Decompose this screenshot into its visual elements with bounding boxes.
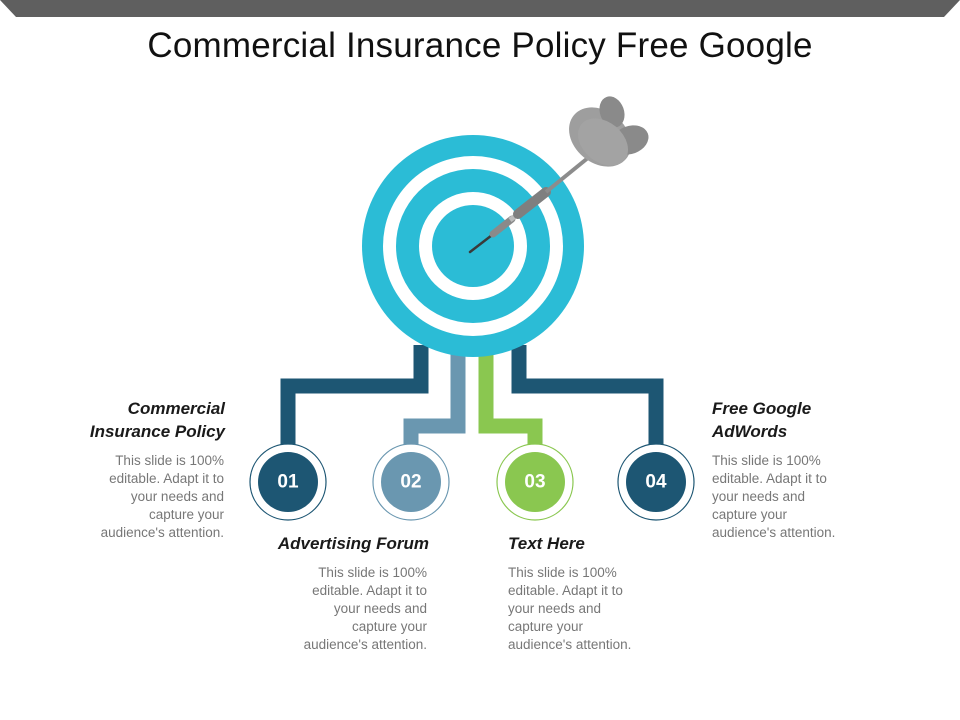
step-04-body-line: This slide is 100% (712, 453, 821, 468)
step-number-04: 04 (645, 472, 667, 493)
step-number-02: 02 (400, 472, 421, 493)
step-badge-04: 04 (617, 443, 695, 521)
step-02-body: This slide is 100% editable. Adapt it to… (227, 564, 427, 654)
connector-03 (478, 350, 543, 452)
connector-01 (280, 345, 429, 452)
step-04-heading-line: AdWords (712, 422, 788, 441)
step-number-03: 03 (524, 472, 545, 493)
step-02-body-line: your needs and (333, 601, 427, 616)
dart-icon (468, 96, 649, 254)
step-03-heading-line: Text Here (508, 534, 585, 553)
step-badge-02: 02 (372, 443, 450, 521)
step-04-body-line: editable. Adapt it to (712, 471, 827, 486)
step-02-heading: Advertising Forum (209, 532, 429, 555)
slide-title: Commercial Insurance Policy Free Google (147, 26, 813, 65)
step-01-heading-line: Insurance Policy (89, 422, 225, 441)
step-01-body-line: audience's attention. (100, 525, 224, 540)
connector-04 (511, 345, 664, 452)
step-03-body-line: editable. Adapt it to (508, 583, 623, 598)
step-badge-01: 01 (249, 443, 327, 521)
step-04-body: This slide is 100% editable. Adapt it to… (712, 452, 912, 542)
step-04-body-line: audience's attention. (712, 525, 836, 540)
step-badge-03: 03 (496, 443, 574, 521)
step-04-body-line: capture your (712, 507, 788, 522)
connector-02 (403, 350, 466, 452)
step-number-01: 01 (277, 472, 299, 493)
step-01-heading: Commercial Insurance Policy (25, 397, 225, 443)
step-02-body-line: capture your (351, 619, 427, 634)
step-03-body-line: audience's attention. (508, 637, 632, 652)
step-02-body-line: This slide is 100% (318, 565, 427, 580)
step-02-body-line: audience's attention. (303, 637, 427, 652)
step-01-body-line: This slide is 100% (115, 453, 224, 468)
step-03-body-line: This slide is 100% (508, 565, 617, 580)
step-03-heading: Text Here (508, 532, 728, 555)
step-04-body-line: your needs and (712, 489, 806, 504)
step-01-body-line: your needs and (130, 489, 224, 504)
step-03-body-line: your needs and (508, 601, 602, 616)
step-04-heading: Free Google AdWords (712, 397, 912, 443)
step-01-body: This slide is 100% editable. Adapt it to… (24, 452, 224, 542)
step-01-body-line: editable. Adapt it to (109, 471, 224, 486)
step-01-heading-line: Commercial (127, 399, 225, 418)
step-04-heading-line: Free Google (712, 399, 812, 418)
target-icon (362, 135, 584, 357)
step-02-body-line: editable. Adapt it to (312, 583, 427, 598)
step-01-body-line: capture your (148, 507, 224, 522)
top-bar-shape (0, 0, 960, 17)
step-03-body-line: capture your (508, 619, 584, 634)
step-03-body: This slide is 100% editable. Adapt it to… (508, 564, 708, 654)
step-02-heading-line: Advertising Forum (277, 534, 429, 553)
top-bar (0, 0, 960, 17)
